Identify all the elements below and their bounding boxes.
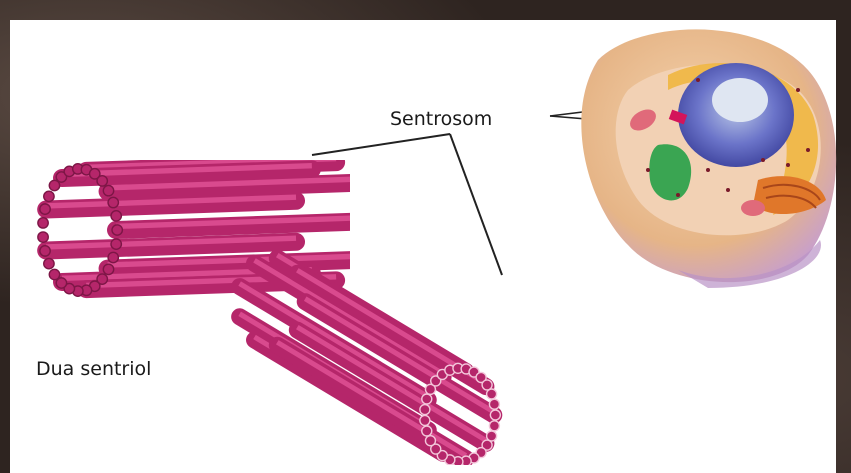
centriole-end-ring [490, 410, 500, 420]
centriole-end-ring [111, 211, 121, 221]
centriole-end-ring [422, 426, 432, 436]
centriole-end-ring [40, 204, 50, 214]
chloroplast-like-organelle [649, 144, 691, 200]
centriole-end-ring [420, 415, 430, 425]
centriole-end-ring [44, 258, 54, 268]
centriole-end-ring [44, 191, 54, 201]
centriole-diagonal-icon [210, 225, 530, 465]
centriole-end-ring [420, 405, 430, 415]
centriole-end-ring [108, 197, 118, 207]
centriole-end-ring [38, 218, 48, 228]
centriole-end-ring [489, 399, 499, 409]
diagram-panel: Sentrosom Dua sentriol [10, 20, 836, 473]
centriole-end-ring [489, 421, 499, 431]
centriole-end-ring [103, 264, 113, 274]
centriole-end-ring [487, 389, 497, 399]
centriole-end-ring [422, 394, 432, 404]
centriole-end-ring [425, 436, 435, 446]
animal-cell-icon [558, 20, 838, 290]
centriole-end-ring [112, 225, 122, 235]
centriole-end-ring [103, 185, 113, 195]
centrosome-label: Sentrosom [390, 108, 492, 130]
centriole-end-ring [108, 252, 118, 262]
centrioles-label: Dua sentriol [36, 358, 151, 380]
centriole-end-ring [40, 246, 50, 256]
centriole-end-ring [38, 232, 48, 242]
centriole-end-ring [97, 176, 107, 186]
centriole-end-ring [49, 269, 59, 279]
leader-line-centrioles [312, 134, 450, 155]
nucleolus [712, 78, 768, 122]
centriole-end-ring [111, 239, 121, 249]
